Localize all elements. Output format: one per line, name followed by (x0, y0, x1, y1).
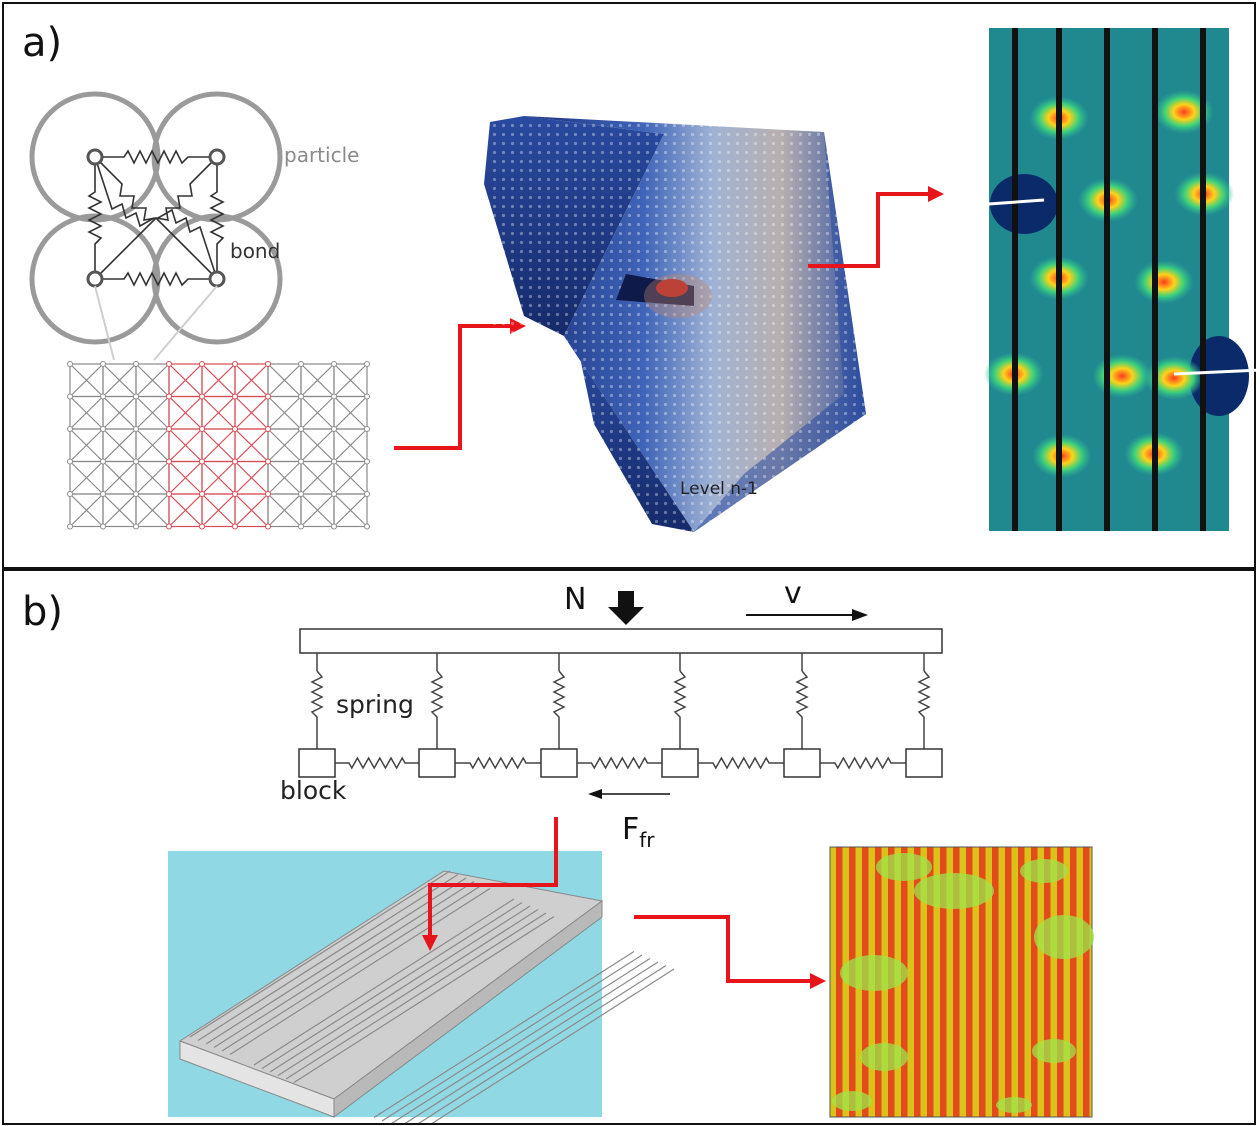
panel-b: b) N v spring block Ffr (2, 569, 1256, 1125)
step-arrow-2 (808, 186, 944, 268)
velocity-arrow (852, 609, 868, 621)
particle-circle (29, 213, 161, 345)
bond-label: bond (230, 239, 280, 263)
friction-arrow (588, 789, 602, 799)
normal-force-arrow (608, 591, 644, 625)
step-arrow-4 (634, 915, 826, 989)
particle-simulation-slab: Level n-1 (484, 116, 866, 534)
bond-springs (87, 149, 225, 287)
block (905, 748, 943, 778)
particle-circle (151, 91, 283, 223)
panel-b-label: b) (22, 589, 63, 635)
normal-force-label: N (564, 582, 586, 617)
velocity-label: v (784, 576, 802, 611)
friction-label: Ffr (622, 812, 655, 852)
panel-a-label: a) (22, 20, 63, 66)
particle-circle (151, 213, 283, 345)
block (298, 748, 336, 778)
sim-level-text: Level n-1 (680, 479, 758, 499)
block (540, 748, 578, 778)
block-label: block (280, 776, 347, 805)
stripe-pattern-map (829, 846, 1094, 1118)
spring-label: spring (336, 690, 414, 719)
step-arrow-3 (422, 817, 558, 951)
particle-bond-schematic: particle bond (29, 91, 392, 532)
spring-block-model: N v spring block Ffr (280, 576, 943, 852)
block (661, 748, 699, 778)
particle-label: particle (284, 143, 359, 167)
panel-b-canvas: N v spring block Ffr (168, 576, 1094, 1123)
panel-a: a) (2, 2, 1258, 569)
block (418, 748, 456, 778)
grooved-surface-3d (168, 851, 675, 1123)
lattice-grid (67, 361, 370, 530)
stress-field-map (984, 28, 1258, 531)
block (783, 748, 821, 778)
top-plate (299, 628, 943, 654)
particle-circle (29, 91, 161, 223)
panel-a-canvas: particle bond Level n-1 (29, 28, 1258, 534)
